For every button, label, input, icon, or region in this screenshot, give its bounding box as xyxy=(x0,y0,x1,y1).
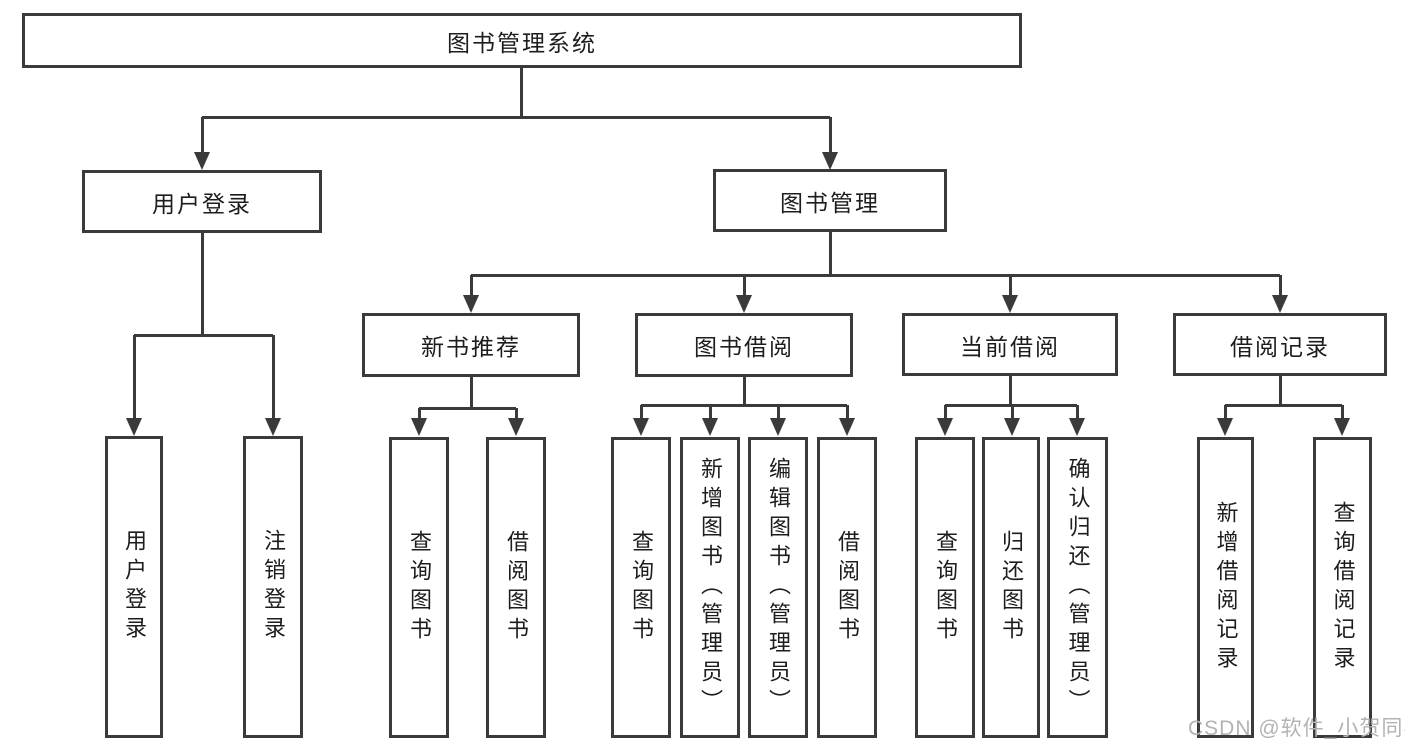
connector-line xyxy=(1225,404,1342,407)
connector-line xyxy=(134,334,273,337)
node-book-management: 图书管理 xyxy=(713,169,947,232)
node-current-borrowing: 当前借阅 xyxy=(902,313,1118,376)
node-leaf-query-books-borrowing: 查询图书 xyxy=(611,437,671,738)
connector-line xyxy=(743,275,746,298)
node-label: 新增图书（管理员） xyxy=(698,457,723,718)
connector-line xyxy=(419,407,516,410)
arrowhead-down-icon xyxy=(736,295,752,313)
connector-line xyxy=(640,405,643,420)
node-label: 用户登录 xyxy=(122,529,147,645)
node-borrowing-records: 借阅记录 xyxy=(1173,313,1387,376)
connector-line xyxy=(520,68,523,118)
node-system-root: 图书管理系统 xyxy=(22,13,1022,68)
node-label: 新书推荐 xyxy=(421,334,521,360)
connector-line xyxy=(709,405,712,420)
node-leaf-borrow-books-recommend: 借阅图书 xyxy=(486,437,546,738)
node-label: 查询图书 xyxy=(407,529,432,646)
connector-line xyxy=(1009,376,1012,406)
node-leaf-query-books-recommend: 查询图书 xyxy=(389,437,449,738)
connector-line xyxy=(133,335,136,421)
arrowhead-down-icon xyxy=(937,418,953,436)
node-label: 图书借阅 xyxy=(694,334,794,360)
connector-line xyxy=(743,377,746,406)
arrowhead-down-icon xyxy=(1069,418,1085,436)
connector-line xyxy=(829,232,832,276)
connector-line xyxy=(202,116,830,119)
node-label: 当前借阅 xyxy=(960,333,1060,360)
node-leaf-borrow-books-borrowing: 借阅图书 xyxy=(817,437,877,738)
node-user-login: 用户登录 xyxy=(82,170,322,233)
connector-line xyxy=(1224,405,1227,420)
connector-line xyxy=(201,233,204,336)
node-label: 查询借阅记录 xyxy=(1330,500,1356,675)
connector-line xyxy=(471,274,1280,277)
node-leaf-add-borrow-record: 新增借阅记录 xyxy=(1197,437,1254,738)
node-label: 编辑图书（管理员） xyxy=(766,457,791,718)
arrowhead-down-icon xyxy=(702,418,718,436)
arrowhead-down-icon xyxy=(463,295,479,313)
node-label: 图书管理 xyxy=(780,189,880,216)
connector-line xyxy=(1279,275,1282,298)
node-leaf-logout: 注销登录 xyxy=(243,436,303,738)
connector-line xyxy=(829,117,832,155)
node-label: 借阅记录 xyxy=(1230,333,1330,360)
connector-line xyxy=(846,405,849,420)
arrowhead-down-icon xyxy=(1004,418,1020,436)
node-label: 借阅图书 xyxy=(835,529,860,646)
connector-line xyxy=(515,408,518,421)
arrowhead-down-icon xyxy=(1002,295,1018,313)
connector-line xyxy=(1279,376,1282,406)
node-label: 确认归还（管理员） xyxy=(1065,457,1091,718)
arrowhead-down-icon xyxy=(411,418,427,436)
node-new-book-recommend: 新书推荐 xyxy=(362,313,580,377)
node-leaf-confirm-return-admin: 确认归还（管理员） xyxy=(1047,437,1108,738)
arrowhead-down-icon xyxy=(126,418,142,436)
node-label: 注销登录 xyxy=(261,529,286,645)
connector-line xyxy=(470,275,473,298)
connector-line xyxy=(470,377,473,409)
node-leaf-return-books: 归还图书 xyxy=(982,437,1040,738)
node-label: 图书管理系统 xyxy=(447,29,597,56)
arrowhead-down-icon xyxy=(1334,418,1350,436)
node-leaf-query-borrow-record: 查询借阅记录 xyxy=(1313,437,1372,738)
arrowhead-down-icon xyxy=(839,418,855,436)
node-leaf-add-books-admin: 新增图书（管理员） xyxy=(680,437,740,738)
arrowhead-down-icon xyxy=(1217,418,1233,436)
connector-line xyxy=(1011,405,1014,420)
node-label: 查询图书 xyxy=(933,529,958,646)
connector-line xyxy=(944,405,947,420)
node-label: 借阅图书 xyxy=(504,529,529,646)
connector-line xyxy=(1009,275,1012,298)
connector-line xyxy=(641,404,847,407)
connector-line xyxy=(418,408,421,421)
node-leaf-user-login: 用户登录 xyxy=(105,436,163,738)
arrowhead-down-icon xyxy=(194,152,210,170)
arrowhead-down-icon xyxy=(822,152,838,170)
node-label: 用户登录 xyxy=(152,190,252,217)
node-label: 归还图书 xyxy=(999,529,1024,646)
arrowhead-down-icon xyxy=(1272,295,1288,313)
node-leaf-edit-books-admin: 编辑图书（管理员） xyxy=(748,437,808,738)
connector-line xyxy=(1341,405,1344,420)
connector-line xyxy=(272,335,275,421)
arrowhead-down-icon xyxy=(265,418,281,436)
node-label: 新增借阅记录 xyxy=(1213,500,1239,675)
arrowhead-down-icon xyxy=(508,418,524,436)
node-leaf-query-books-current: 查询图书 xyxy=(915,437,975,738)
node-label: 查询图书 xyxy=(629,529,654,646)
watermark: CSDN @软件_小贺同学 xyxy=(1188,717,1405,740)
arrowhead-down-icon xyxy=(770,418,786,436)
node-book-borrowing: 图书借阅 xyxy=(635,313,853,377)
arrowhead-down-icon xyxy=(633,418,649,436)
connector-line xyxy=(777,405,780,420)
connector-line xyxy=(1076,405,1079,420)
connector-line xyxy=(201,117,204,155)
